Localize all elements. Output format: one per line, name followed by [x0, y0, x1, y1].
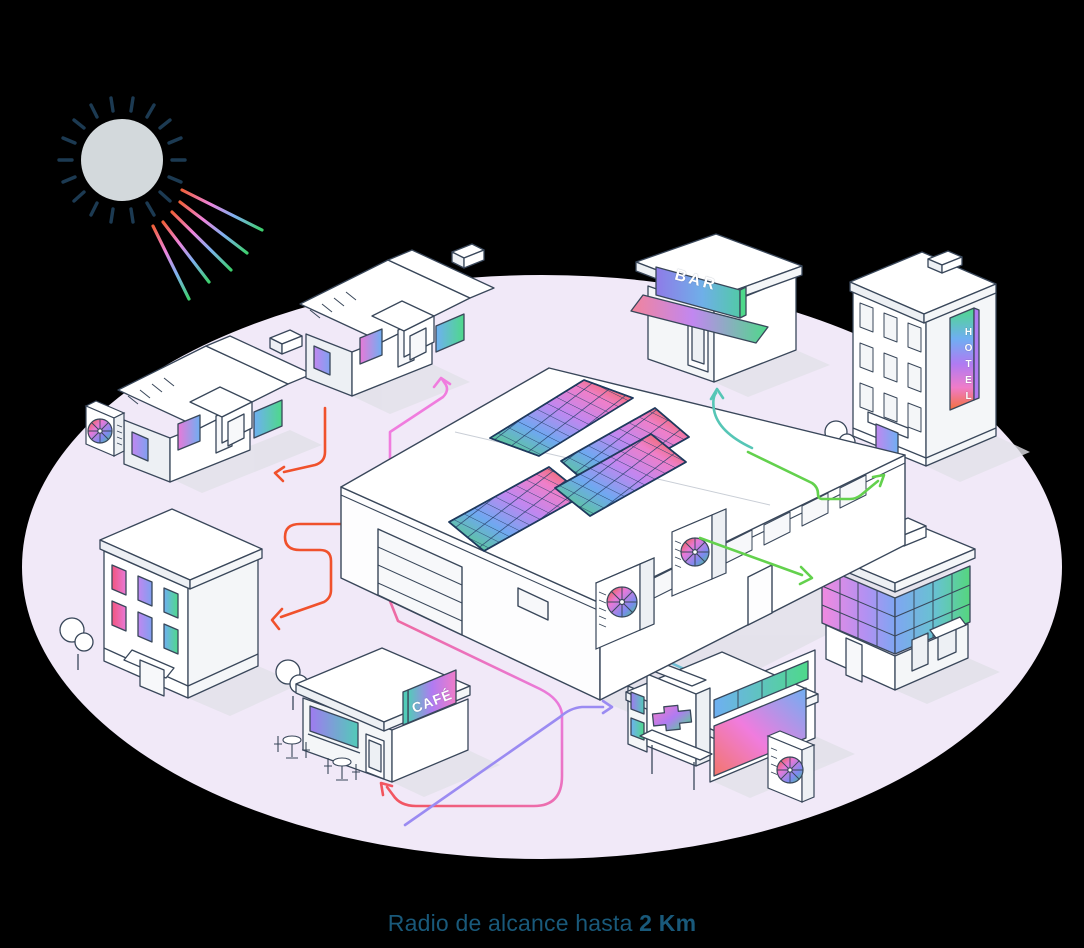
building-apartment [59, 508, 309, 710]
arrow-to-hotel [746, 450, 886, 501]
bar-sign-plate [655, 266, 747, 319]
building-cafe [274, 647, 471, 783]
terrace-tables [274, 735, 360, 781]
arrow-to-clinic [403, 699, 614, 827]
arrow-to-house-1 [273, 406, 327, 483]
heat-pump-clinic [766, 730, 816, 803]
building-bar [630, 233, 803, 383]
building-solar-plant [340, 367, 906, 701]
heat-pump-house-1 [84, 400, 126, 457]
arrow-to-apartment [270, 522, 426, 631]
sun-gradient-beams [151, 188, 264, 301]
building-house-1 [117, 329, 313, 483]
arrow-to-house-2 [388, 376, 452, 464]
arrow-to-bar [709, 387, 754, 450]
hotel-sign-plate [949, 307, 980, 411]
bar-awning [630, 294, 769, 344]
solar-panel-array [448, 379, 690, 552]
sun [57, 96, 264, 301]
heat-pump-warehouse [594, 508, 727, 650]
sun-body [81, 119, 163, 201]
tree [59, 617, 309, 710]
building-hotel [824, 250, 997, 467]
arrow-to-office [698, 536, 814, 586]
cafe-sign-plate [402, 669, 457, 726]
building-house-2 [299, 243, 495, 397]
arrow-to-cafe [379, 599, 564, 808]
sun-rays-ticks [57, 96, 187, 224]
medical-cross [651, 704, 693, 732]
